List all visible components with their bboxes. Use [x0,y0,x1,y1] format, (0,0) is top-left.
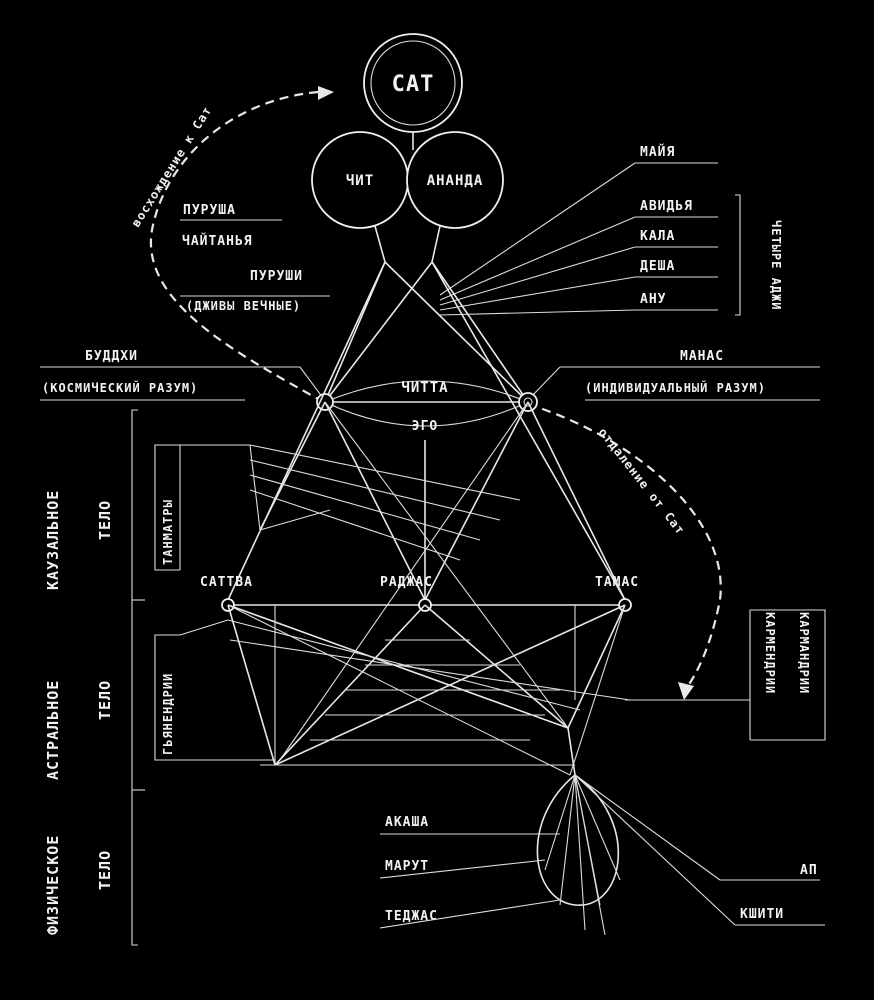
label-physical-body: ФИЗИЧЕСКОЕ [44,835,62,935]
ascent-arrowhead-icon [318,86,334,100]
ascent-arrow-path [149,90,321,401]
label-physical-body-2: ТЕЛО [96,850,114,890]
label-sattva: САТТВА [200,575,253,590]
label-tamas: ТАМАС [595,575,639,590]
descent-path-label: отдаление от Сат [596,425,688,537]
ananda-label: АНАНДА [427,173,484,189]
label-astral-body: АСТРАЛЬНОЕ [44,680,62,780]
label-anu: АНУ [640,292,666,307]
physical-cone [536,727,736,936]
label-rajas: РАДЖАС [380,575,433,590]
label-tejas: ТЕДЖАС [385,909,438,924]
label-causal-body-2: ТЕЛО [96,500,114,540]
label-jivas: (ДЖИВЫ ВЕЧНЫЕ) [186,299,301,313]
label-desha: ДЕША [640,259,675,274]
label-marut: МАРУТ [385,859,429,874]
label-chaitanya: ЧАЙТАНЬЯ [182,233,253,249]
label-karmendriyas: КАРМЕНДРИИ [763,612,777,694]
causal-tanmatras-lines [179,444,521,570]
label-avidya: АВИДЬЯ [640,199,693,214]
label-jnanendriyas: ГЬЯНЕНДРИИ [161,673,175,755]
sat-circle [363,33,463,133]
label-purushi: ПУРУШИ [250,269,303,284]
label-four-adjuncts: ЧЕТЫРЕ АДЖИ [769,220,783,310]
right-bracket [749,609,826,741]
label-kala: КАЛА [640,229,675,244]
ananda-circle [406,131,504,229]
chit-label: ЧИТ [346,173,374,189]
descent-arrow-path [527,402,722,691]
guna-rays [227,261,626,761]
label-tanmatras: ТАНМАТРЫ [161,499,175,565]
astral-pyramid [179,604,750,776]
label-astral-body-2: ТЕЛО [96,680,114,720]
label-buddhi-sub: (КОСМИЧЕСКИЙ РАЗУМ) [42,380,198,395]
tanmatras-bracket [154,444,275,761]
label-karmendriyas-2: КАРМАНДРИИ [797,612,811,694]
label-chitta: ЧИТТА [401,380,448,396]
label-manas: МАНАС [680,349,724,364]
label-manas-sub: (ИНДИВИДУАЛЬНЫЙ РАЗУМ) [585,380,766,395]
left-bracket [131,409,145,946]
label-akasha: АКАША [385,815,429,830]
label-ego: ЭГО [412,419,438,434]
label-maya: МАЙЯ [640,144,675,160]
label-ap: АП [800,863,818,878]
descent-arrowhead-icon [678,682,694,700]
sat-label: САТ [392,72,435,97]
label-purusha-upper: ПУРУША [183,203,236,218]
label-buddhi: БУДДХИ [85,349,138,364]
label-causal-body: КАУЗАЛЬНОЕ [44,490,62,590]
maya-rays [439,162,636,316]
label-kshiti: КШИТИ [740,907,784,922]
upper-triangle [324,261,529,427]
